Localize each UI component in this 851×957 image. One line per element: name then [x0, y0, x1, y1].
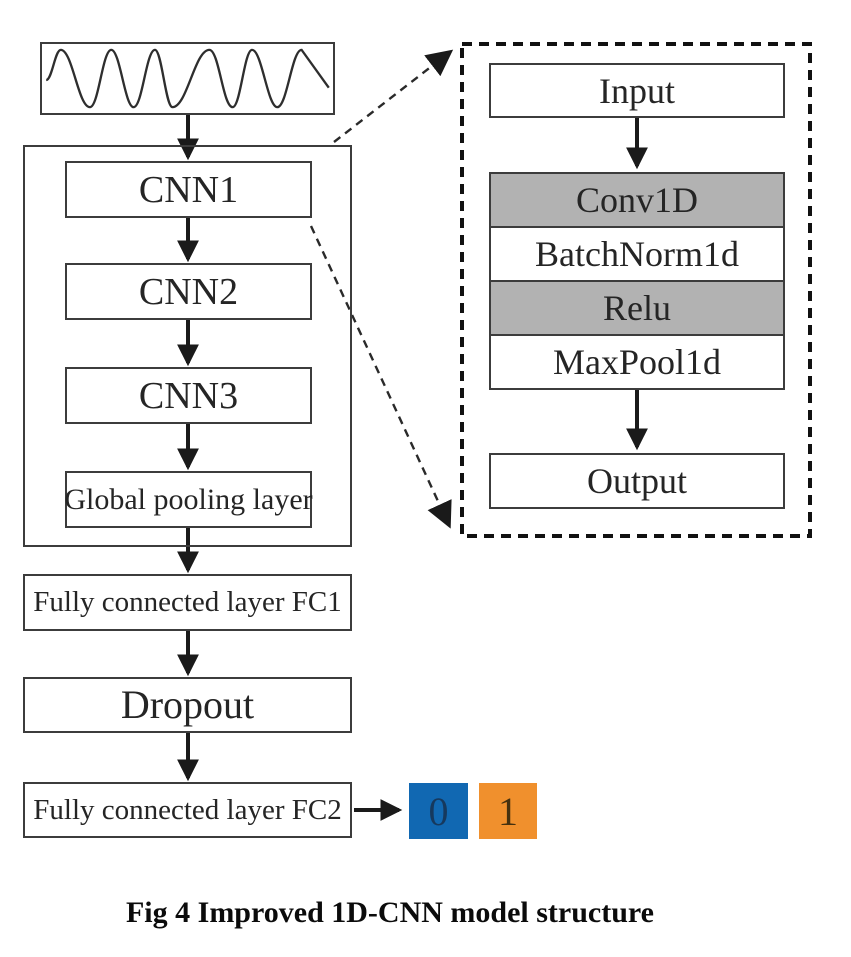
detail-maxpool-label: MaxPool1d — [552, 342, 721, 382]
detail-conv1d-label: Conv1D — [575, 180, 698, 220]
detail-output-box: Output — [489, 453, 785, 509]
block-cnn1: CNN1 — [65, 161, 312, 218]
detail-relu-label: Relu — [603, 288, 671, 328]
figure-caption: Fig 4 Improved 1D-CNN model structure — [125, 896, 654, 929]
class-box-0: 0 — [409, 783, 468, 839]
block-cnn1-label: CNN1 — [138, 168, 239, 211]
block-global-pooling: Global pooling layer — [64, 471, 313, 528]
block-fc1-label: Fully connected layer FC1 — [33, 586, 342, 618]
dashed-leader-top — [333, 49, 454, 143]
detail-batchnorm-label: BatchNorm1d — [535, 234, 739, 274]
detail-maxpool-box: MaxPool1d — [489, 334, 785, 390]
block-fc1: Fully connected layer FC1 — [23, 574, 352, 631]
sine-waveform-icon — [45, 48, 330, 109]
block-cnn2: CNN2 — [65, 263, 312, 320]
block-dropout: Dropout — [23, 677, 352, 733]
class-box-1: 1 — [479, 783, 537, 839]
detail-batchnorm-box: BatchNorm1d — [489, 226, 785, 282]
class-0-label: 0 — [428, 788, 449, 834]
detail-output-label: Output — [586, 461, 687, 501]
input-signal-box — [40, 42, 335, 115]
block-dropout-label: Dropout — [120, 682, 255, 727]
detail-input-box: Input — [489, 63, 785, 118]
class-1-label: 1 — [498, 788, 518, 834]
block-cnn2-label: CNN2 — [138, 270, 239, 313]
block-global-pooling-label: Global pooling layer — [64, 482, 313, 516]
detail-conv1d-box: Conv1D — [489, 172, 785, 228]
detail-input-label: Input — [599, 70, 675, 111]
cnn-group-frame — [23, 145, 352, 547]
detail-relu-box: Relu — [489, 280, 785, 336]
block-cnn3-label: CNN3 — [138, 374, 239, 417]
block-cnn3: CNN3 — [65, 367, 312, 424]
block-fc2: Fully connected layer FC2 — [23, 782, 352, 838]
block-fc2-label: Fully connected layer FC2 — [33, 793, 342, 826]
